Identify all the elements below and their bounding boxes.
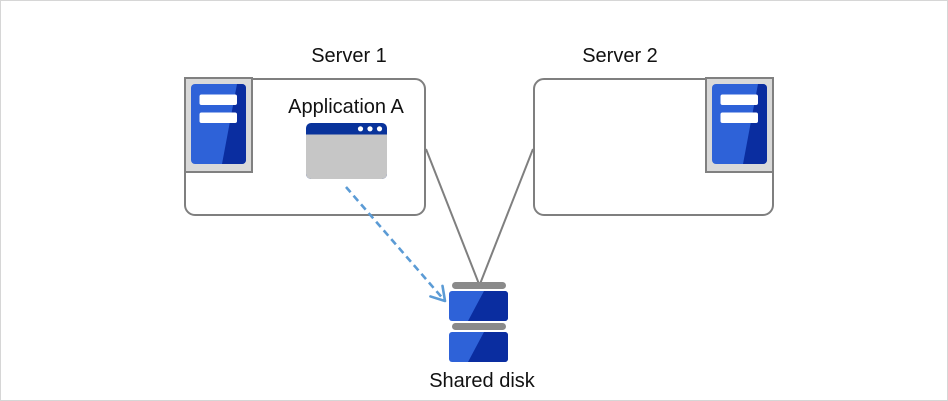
server2-label: Server 2 bbox=[582, 45, 658, 67]
shared-disk-label: Shared disk bbox=[429, 370, 535, 392]
application-label: Application A bbox=[288, 96, 404, 118]
server1-label: Server 1 bbox=[311, 45, 387, 67]
server1-tower-icon bbox=[185, 78, 252, 172]
application-window-icon bbox=[306, 123, 387, 179]
shared-disk-icon bbox=[449, 282, 508, 362]
server2-tower-icon bbox=[706, 78, 773, 172]
connector-server1-disk bbox=[425, 148, 480, 285]
connector-server2-disk bbox=[479, 148, 534, 285]
application-to-disk-arrow bbox=[345, 186, 447, 303]
